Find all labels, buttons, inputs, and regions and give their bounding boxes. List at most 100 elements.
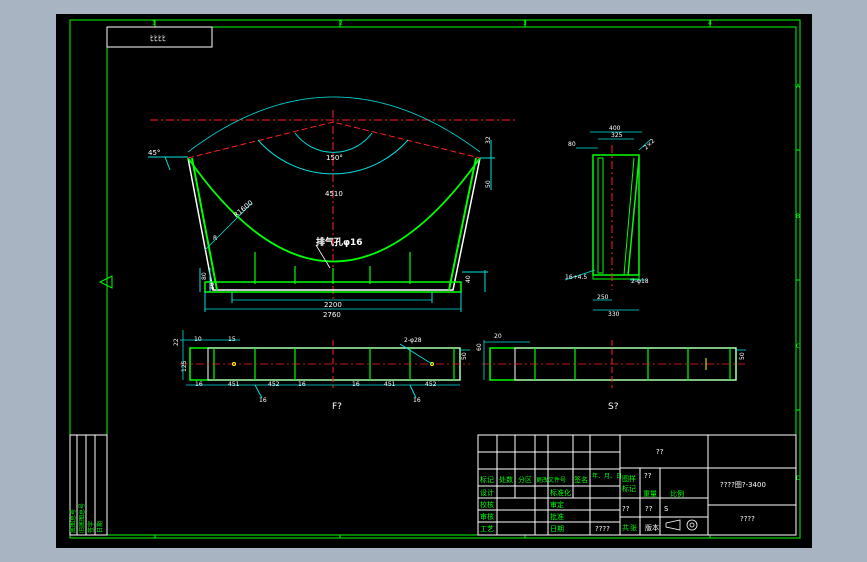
side-dim-top-inner: 325: [611, 132, 623, 139]
arc-length-label: 4510: [325, 190, 343, 198]
tb-sheet-label-2: 张: [630, 523, 637, 532]
side-strip-label-2: 旧底图总号: [78, 503, 86, 533]
tb-part-name: ????: [740, 515, 755, 523]
front-bottom-view: 10 15 2-φ28 22 125 50 16 451 452 16 451 …: [173, 330, 470, 412]
tb-sheet-label: 共: [622, 523, 629, 532]
dim-right-top: 32: [485, 136, 492, 144]
tb-row-left-4: 工艺: [480, 525, 494, 533]
tb-stage-label-2: 标记: [622, 484, 636, 493]
side-dim-top-outer: 400: [609, 125, 621, 132]
projection-cone-icon: [665, 519, 681, 531]
fb-dim-height-2: 125: [181, 360, 188, 372]
fb-dim-height-1: 22: [173, 338, 180, 346]
hole-left-icon: [232, 362, 236, 366]
tb-version: 版本: [645, 523, 659, 532]
outer-arc-dim: [187, 96, 481, 153]
hole-right-icon: [430, 362, 434, 366]
tb-row-mid-3: 批准: [550, 512, 564, 521]
tb-row-left-2: 校核: [480, 500, 494, 509]
tb-stage-label-1: 图样: [622, 474, 636, 483]
dim-right-mid: 50: [485, 180, 492, 188]
front-view: 150° 4510 R1600 排气孔φ16 45° 32 50 2200 27…: [148, 96, 515, 319]
corner-code-box: [106, 26, 213, 48]
tb-row-mid-1: 标准化: [550, 488, 571, 497]
angle-label: 150°: [326, 154, 343, 162]
fb-pitch-4: 16: [298, 381, 306, 388]
zone-number-3: 3: [523, 20, 527, 27]
fb-pitch-6: 452: [425, 381, 437, 388]
fb-pitch-7: 16: [352, 381, 360, 388]
sb-dim-left: 60: [476, 343, 483, 351]
fb-pitch-5: 451: [384, 381, 396, 388]
zone-letters: A B C D: [796, 83, 801, 482]
zone-letter-a: A: [796, 83, 801, 90]
tb-weight-label: 重量: [643, 490, 657, 498]
sb-dim-right: 50: [739, 352, 746, 360]
fb-dim-right: 50: [461, 352, 468, 360]
fb-bottom-mark-1: 16: [259, 397, 267, 404]
tb-material: ??: [656, 448, 664, 456]
zone-number-1: 1: [152, 20, 156, 27]
tb-header-3: 分区: [518, 475, 532, 484]
dim-right-small: 40: [465, 275, 472, 283]
sb-caption: S?: [608, 402, 619, 412]
tb-row-left-3: 审核: [480, 512, 494, 521]
drawing-sheet: [56, 14, 812, 548]
dim-width-outer: 2760: [323, 311, 341, 319]
title-block: 标记 处数 分区 更改文件号 签名 年、月、日 设计 校核 审核 工艺 标准化 …: [477, 434, 797, 536]
projection-circle-icon: [686, 519, 698, 531]
tb-date-value: ????: [595, 525, 610, 533]
fb-bottom-mark-2: 16: [413, 397, 421, 404]
tb-header-2: 处数: [499, 475, 513, 484]
tb-header-4: 更改文件号: [536, 476, 566, 484]
side-bottom-view: 20 60 50 S?: [476, 333, 746, 412]
side-dim-bottom-inner: 250: [597, 294, 609, 301]
zone-letter-d: D: [796, 475, 801, 482]
side-strip-label-4: 日期: [96, 521, 104, 533]
fb-pitch-1: 16: [195, 381, 203, 388]
side-strip-label-3: 签字: [87, 521, 95, 533]
tb-drawing-no: ????图?-3400: [720, 481, 766, 489]
label-r: R: [213, 235, 217, 242]
zone-letter-c: C: [796, 343, 800, 350]
tb-row-left-1: 设计: [480, 488, 494, 497]
tb-row-mid-4: 日期: [550, 525, 564, 533]
inner-frame: [106, 26, 797, 536]
angle-arc-inner: [294, 132, 373, 153]
dim-width-inner: 2200: [324, 301, 342, 309]
side-note-bottom-right: 2-φ18: [631, 278, 649, 285]
zone-number-2: 2: [339, 20, 343, 27]
chamfer-label: 45°: [148, 149, 160, 157]
angle-arc-outer: [257, 139, 409, 175]
side-dim-bottom-outer: 330: [608, 311, 620, 318]
fb-hole-note: 2-φ28: [404, 337, 422, 344]
fb-pitch-3: 452: [268, 381, 280, 388]
dim-left-small-1: 80: [201, 272, 208, 280]
zone-numbers-top: 1 2 3 4: [152, 20, 712, 27]
zone-letter-b: B: [796, 213, 800, 220]
fb-dim-top-2: 15: [228, 336, 236, 343]
tb-header-5: 签名: [574, 475, 588, 484]
fb-caption: F?: [332, 402, 342, 412]
zone-number-4: 4: [708, 20, 712, 27]
dim-left-small-2: 80: [209, 282, 216, 290]
centering-mark-icon: [98, 275, 113, 289]
tb-scale-label: 比例: [670, 489, 684, 498]
tb-header-6: 年、月、日: [592, 472, 622, 480]
side-view: 400 325 80 2×2 16+4.5 2-φ18 250 330: [564, 125, 656, 318]
vent-hole-label: 排气孔φ16: [316, 236, 363, 248]
side-strip-label-1: 底图总号: [69, 509, 77, 533]
saddle-outline: [187, 157, 481, 291]
side-strip: 底图总号 旧底图总号 签字 日期: [69, 434, 108, 536]
sb-dim-top: 20: [494, 333, 502, 340]
side-note-bottom-left: 16+4.5: [565, 274, 587, 281]
tb-stage-value-2: ??: [622, 505, 630, 513]
corner-code: ﾋﾋﾋﾋ: [150, 34, 166, 43]
side-dim-left: 80: [568, 141, 576, 148]
tb-row-mid-2: 审定: [550, 500, 564, 509]
tb-header-1: 标记: [480, 475, 494, 484]
fb-dim-top-1: 10: [194, 336, 202, 343]
fb-pitch-2: 451: [228, 381, 240, 388]
tb-stage-value-4: ??: [645, 505, 653, 513]
